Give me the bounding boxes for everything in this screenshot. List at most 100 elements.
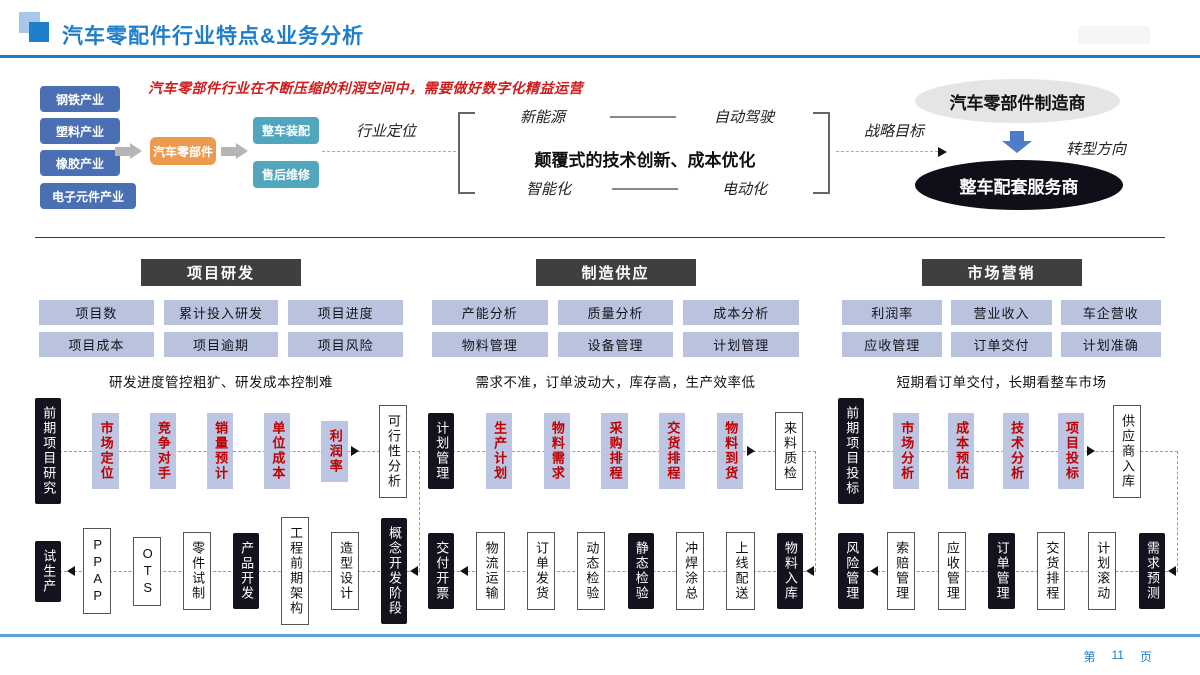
flow-step: 交货排程 <box>659 413 686 489</box>
metric-box: 成本分析 <box>683 300 799 325</box>
flow-bottom: 交付开票 物流运输 订单发货 动态检验 静态检验 冲焊涂总 上线配送 物料入库 <box>428 515 816 627</box>
flow-step: 上线配送 <box>726 532 755 610</box>
flow-step: 市场定位 <box>92 413 119 489</box>
page-number: 第 11 页 <box>1084 648 1153 665</box>
flow-start-box: 前期项目投标 <box>838 398 865 504</box>
flow-end-box: 可行性分析 <box>378 404 407 498</box>
right-arrow-icon <box>115 143 142 159</box>
positioning-center-text: 颠覆式的技术创新、成本优化 <box>534 151 756 170</box>
watermark-logo <box>1078 26 1150 44</box>
elbow-connector <box>1177 451 1178 571</box>
column-caption: 需求不准，订单波动大，库存高，生产效率低 <box>475 375 756 390</box>
flow-end-box: 风险管理 <box>838 533 865 609</box>
industry-positioning-label: 行业定位 <box>356 123 417 140</box>
flow-step: OTS <box>132 536 162 606</box>
flow-step: 利润率 <box>321 420 348 482</box>
trend-autonomous: 自动驾驶 <box>714 109 775 126</box>
chain-output-box: 售后维修 <box>253 161 319 188</box>
column-header: 市场营销 <box>921 259 1082 286</box>
section-divider <box>35 237 1165 238</box>
flow-end-box: 供应商入库 <box>1112 404 1141 498</box>
flow-start-box: 计划管理 <box>428 413 455 489</box>
dashed-connector <box>322 151 456 152</box>
flow-step: 工程前期架构 <box>280 517 310 625</box>
arrowhead-icon <box>938 147 947 157</box>
metric-box: 项目成本 <box>39 332 154 357</box>
page-title: 汽车零配件行业特点&业务分析 <box>62 25 365 48</box>
flow-end-box: 来料质检 <box>774 412 803 490</box>
header-underline <box>0 55 1200 58</box>
page-number-value: 11 <box>1111 648 1124 662</box>
chain-input-box: 塑料产业 <box>40 118 120 144</box>
metric-box: 设备管理 <box>557 332 674 357</box>
flow-step: 生产计划 <box>485 413 513 489</box>
flow-top: 前期项目研究 市场定位 竞争对手 销量预计 单位成本 利润率 可行性分析 <box>35 395 420 507</box>
bracket-right <box>813 112 830 194</box>
right-arrow-icon <box>221 143 248 159</box>
arrowhead-icon <box>351 446 359 456</box>
footer-line <box>0 634 1200 637</box>
flow-step: 产品开发 <box>232 533 260 609</box>
page-number-suffix: 页 <box>1139 650 1152 664</box>
flow-step: 物料到货 <box>716 413 744 489</box>
flow-step: 竞争对手 <box>149 413 176 489</box>
column-caption: 短期看订单交付，长期看整车市场 <box>896 375 1107 390</box>
metric-row: 产能分析 质量分析 成本分析 <box>432 300 799 325</box>
service-ellipse: 整车配套服务商 <box>915 160 1123 210</box>
metric-row: 项目成本 项目逾期 项目风险 <box>39 332 403 357</box>
flow-step: PPAP <box>82 528 112 614</box>
trend-divider-line <box>610 116 676 118</box>
metric-box: 项目进度 <box>288 300 403 325</box>
trend-divider-line <box>612 188 678 190</box>
strategy-goal-label: 战略目标 <box>864 123 925 140</box>
flow-step: 采购排程 <box>601 413 628 489</box>
chain-input-box: 电子元件产业 <box>40 183 136 209</box>
flow-step: 应收管理 <box>937 532 966 610</box>
flow-step: 成本预估 <box>947 413 975 489</box>
arrowhead-icon <box>747 446 755 456</box>
metric-box: 营业收入 <box>951 300 1052 325</box>
industry-note: 汽车零部件行业在不断压缩的利润空间中，需要做好数字化精益运营 <box>148 80 583 96</box>
chain-input-box: 钢铁产业 <box>40 86 120 112</box>
elbow-connector <box>419 451 420 571</box>
arrowhead-icon <box>806 566 814 576</box>
flow-step: 零件试制 <box>182 532 212 610</box>
metric-box: 应收管理 <box>842 332 943 357</box>
chain-input-box: 橡胶产业 <box>40 150 120 176</box>
dashed-connector <box>862 571 1178 572</box>
metric-box: 项目逾期 <box>163 332 279 357</box>
dashed-connector <box>836 151 938 152</box>
metric-box: 物料管理 <box>432 332 548 357</box>
arrowhead-icon <box>67 566 75 576</box>
metric-row: 应收管理 订单交付 计划准确 <box>842 332 1161 357</box>
flow-start-box: 物料入库 <box>776 533 803 609</box>
manufacturer-ellipse: 汽车零部件制造商 <box>915 79 1120 123</box>
flow-step: 单位成本 <box>264 413 291 489</box>
elbow-connector <box>815 451 816 571</box>
trend-electric: 电动化 <box>722 181 768 198</box>
metric-box: 订单交付 <box>951 332 1052 357</box>
flow-step: 销量预计 <box>206 413 234 489</box>
column-project-rd: 项目研发 项目数 累计投入研发 项目进度 项目成本 项目逾期 项目风险 研发进度… <box>35 255 420 635</box>
metric-box: 计划管理 <box>683 332 799 357</box>
flow-step: 技术分析 <box>1002 413 1030 489</box>
flow-end-box: 试生产 <box>35 540 62 602</box>
arrowhead-icon <box>460 566 468 576</box>
trend-intelligent: 智能化 <box>526 181 572 198</box>
flow-start-box: 概念开发阶段 <box>380 518 407 624</box>
flow-step: 订单发货 <box>526 532 556 610</box>
metric-box: 项目风险 <box>288 332 403 357</box>
flow-step: 动态检验 <box>577 532 606 610</box>
column-marketing: 市场营销 利润率 营业收入 车企营收 应收管理 订单交付 计划准确 短期看订单交… <box>838 255 1178 635</box>
flow-step: 市场分析 <box>892 413 920 489</box>
chain-center-box: 汽车零部件 <box>150 137 216 165</box>
arrowhead-icon <box>1087 446 1095 456</box>
metric-box: 计划准确 <box>1060 332 1161 357</box>
arrowhead-icon <box>410 566 418 576</box>
flow-end-box: 交付开票 <box>428 533 455 609</box>
title-accent-icon <box>29 22 49 42</box>
flow-step: 交货排程 <box>1037 532 1066 610</box>
flow-step: 物料需求 <box>543 413 570 489</box>
column-manufacturing: 制造供应 产能分析 质量分析 成本分析 物料管理 设备管理 计划管理 需求不准，… <box>428 255 816 635</box>
metric-box: 利润率 <box>842 300 943 325</box>
